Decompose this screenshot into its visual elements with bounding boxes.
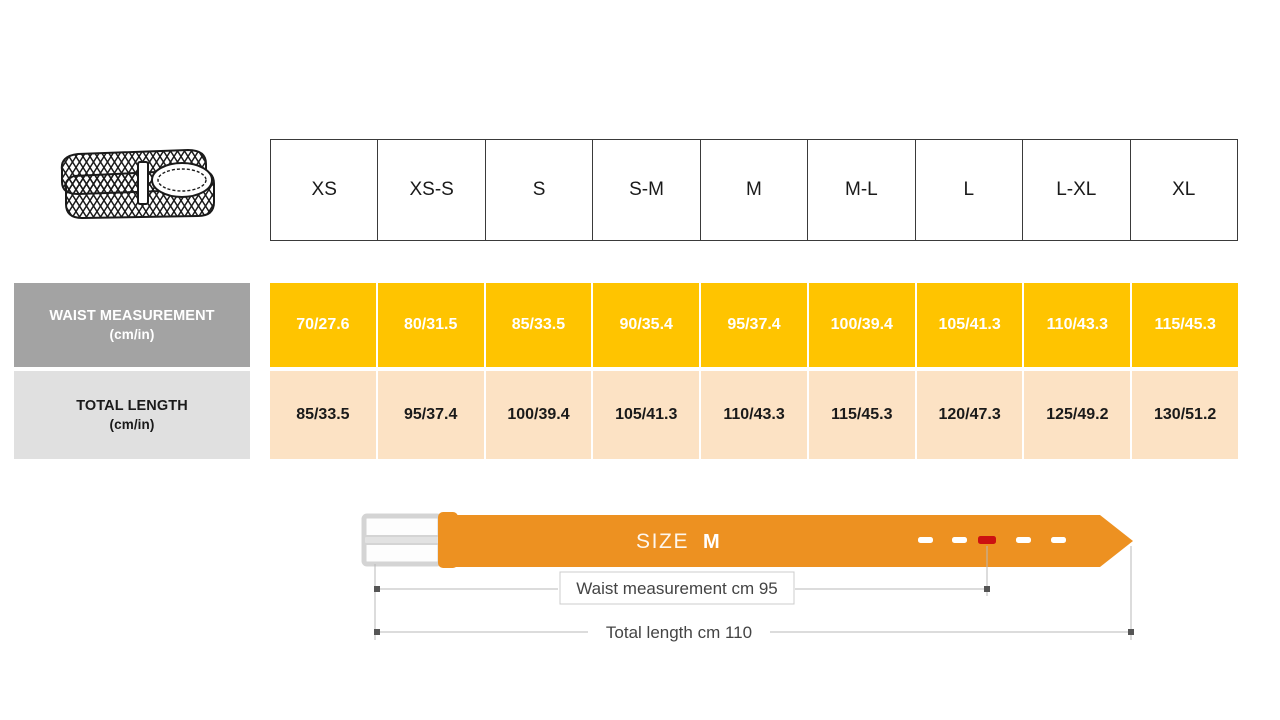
size-cell-3: S-M xyxy=(592,139,701,241)
size-header-table: XS XS-S S S-M M M-L L L-XL XL xyxy=(269,139,1238,241)
total-length-dimension: Total length cm 110 xyxy=(374,623,1134,642)
size-cell-0: XS xyxy=(269,139,379,241)
length-value-3: 105/41.3 xyxy=(593,371,700,459)
size-cell-6: L xyxy=(914,139,1024,241)
size-cell-7: L-XL xyxy=(1022,139,1131,241)
size-cell-8: XL xyxy=(1129,139,1238,241)
belt-measurement-diagram: SIZE M Waist measurement cm 95 xyxy=(340,498,1160,658)
length-value-1: 95/37.4 xyxy=(377,371,484,459)
length-label-text: TOTAL LENGTH xyxy=(76,398,188,415)
belt-buckle-icon xyxy=(361,513,449,567)
waist-value-6: 105/41.3 xyxy=(916,283,1023,367)
waist-value-7: 110/43.3 xyxy=(1024,283,1131,367)
belt-hole-3 xyxy=(1016,537,1031,543)
belt-size-value: M xyxy=(703,531,720,553)
length-value-8: 130/51.2 xyxy=(1132,371,1239,459)
length-value-7: 125/49.2 xyxy=(1024,371,1131,459)
waist-measurement-row: WAIST MEASUREMENT (cm/in) 70/27.6 80/31.… xyxy=(14,283,1239,367)
waist-value-4: 95/37.4 xyxy=(701,283,807,367)
belt-hole-4 xyxy=(1051,537,1066,543)
belt-size-prefix: SIZE xyxy=(636,530,689,553)
table-row-sizes: XS XS-S S S-M M M-L L L-XL XL xyxy=(269,139,1238,241)
waist-value-2: 85/33.5 xyxy=(485,283,592,367)
belt-hole-1 xyxy=(952,537,967,543)
size-cell-5: M-L xyxy=(807,139,916,241)
braided-belt-icon xyxy=(60,148,215,220)
waist-value-0: 70/27.6 xyxy=(270,283,376,367)
length-value-4: 110/43.3 xyxy=(701,371,807,459)
length-value-0: 85/33.5 xyxy=(270,371,376,459)
waist-value-5: 100/39.4 xyxy=(808,283,915,367)
length-value-5: 115/45.3 xyxy=(808,371,915,459)
waist-label-text: WAIST MEASUREMENT xyxy=(49,308,215,325)
size-cell-1: XS-S xyxy=(377,139,486,241)
total-length-row: TOTAL LENGTH (cm/in) 85/33.5 95/37.4 100… xyxy=(14,371,1239,459)
size-cell-2: S xyxy=(484,139,594,241)
waist-value-8: 115/45.3 xyxy=(1132,283,1239,367)
belt-hole-2-highlighted xyxy=(978,536,996,544)
length-value-2: 100/39.4 xyxy=(485,371,592,459)
length-label-unit: (cm/in) xyxy=(109,416,155,432)
total-length-dimension-label: Total length cm 110 xyxy=(606,623,752,642)
product-image xyxy=(48,140,228,240)
waist-dimension: Waist measurement cm 95 xyxy=(374,571,990,605)
waist-value-3: 90/35.4 xyxy=(593,283,700,367)
length-row-label: TOTAL LENGTH (cm/in) xyxy=(14,371,250,459)
length-value-6: 120/47.3 xyxy=(916,371,1023,459)
length-value-cells: 85/33.5 95/37.4 100/39.4 105/41.3 110/43… xyxy=(270,371,1239,459)
waist-row-label: WAIST MEASUREMENT (cm/in) xyxy=(14,283,250,367)
belt-strap xyxy=(440,515,1133,567)
belt-hole-0 xyxy=(918,537,933,543)
waist-label-unit: (cm/in) xyxy=(109,326,155,342)
waist-value-cells: 70/27.6 80/31.5 85/33.5 90/35.4 95/37.4 … xyxy=(270,283,1239,367)
waist-dimension-label: Waist measurement cm 95 xyxy=(576,579,778,598)
size-cell-4: M xyxy=(699,139,809,241)
waist-value-1: 80/31.5 xyxy=(377,283,484,367)
